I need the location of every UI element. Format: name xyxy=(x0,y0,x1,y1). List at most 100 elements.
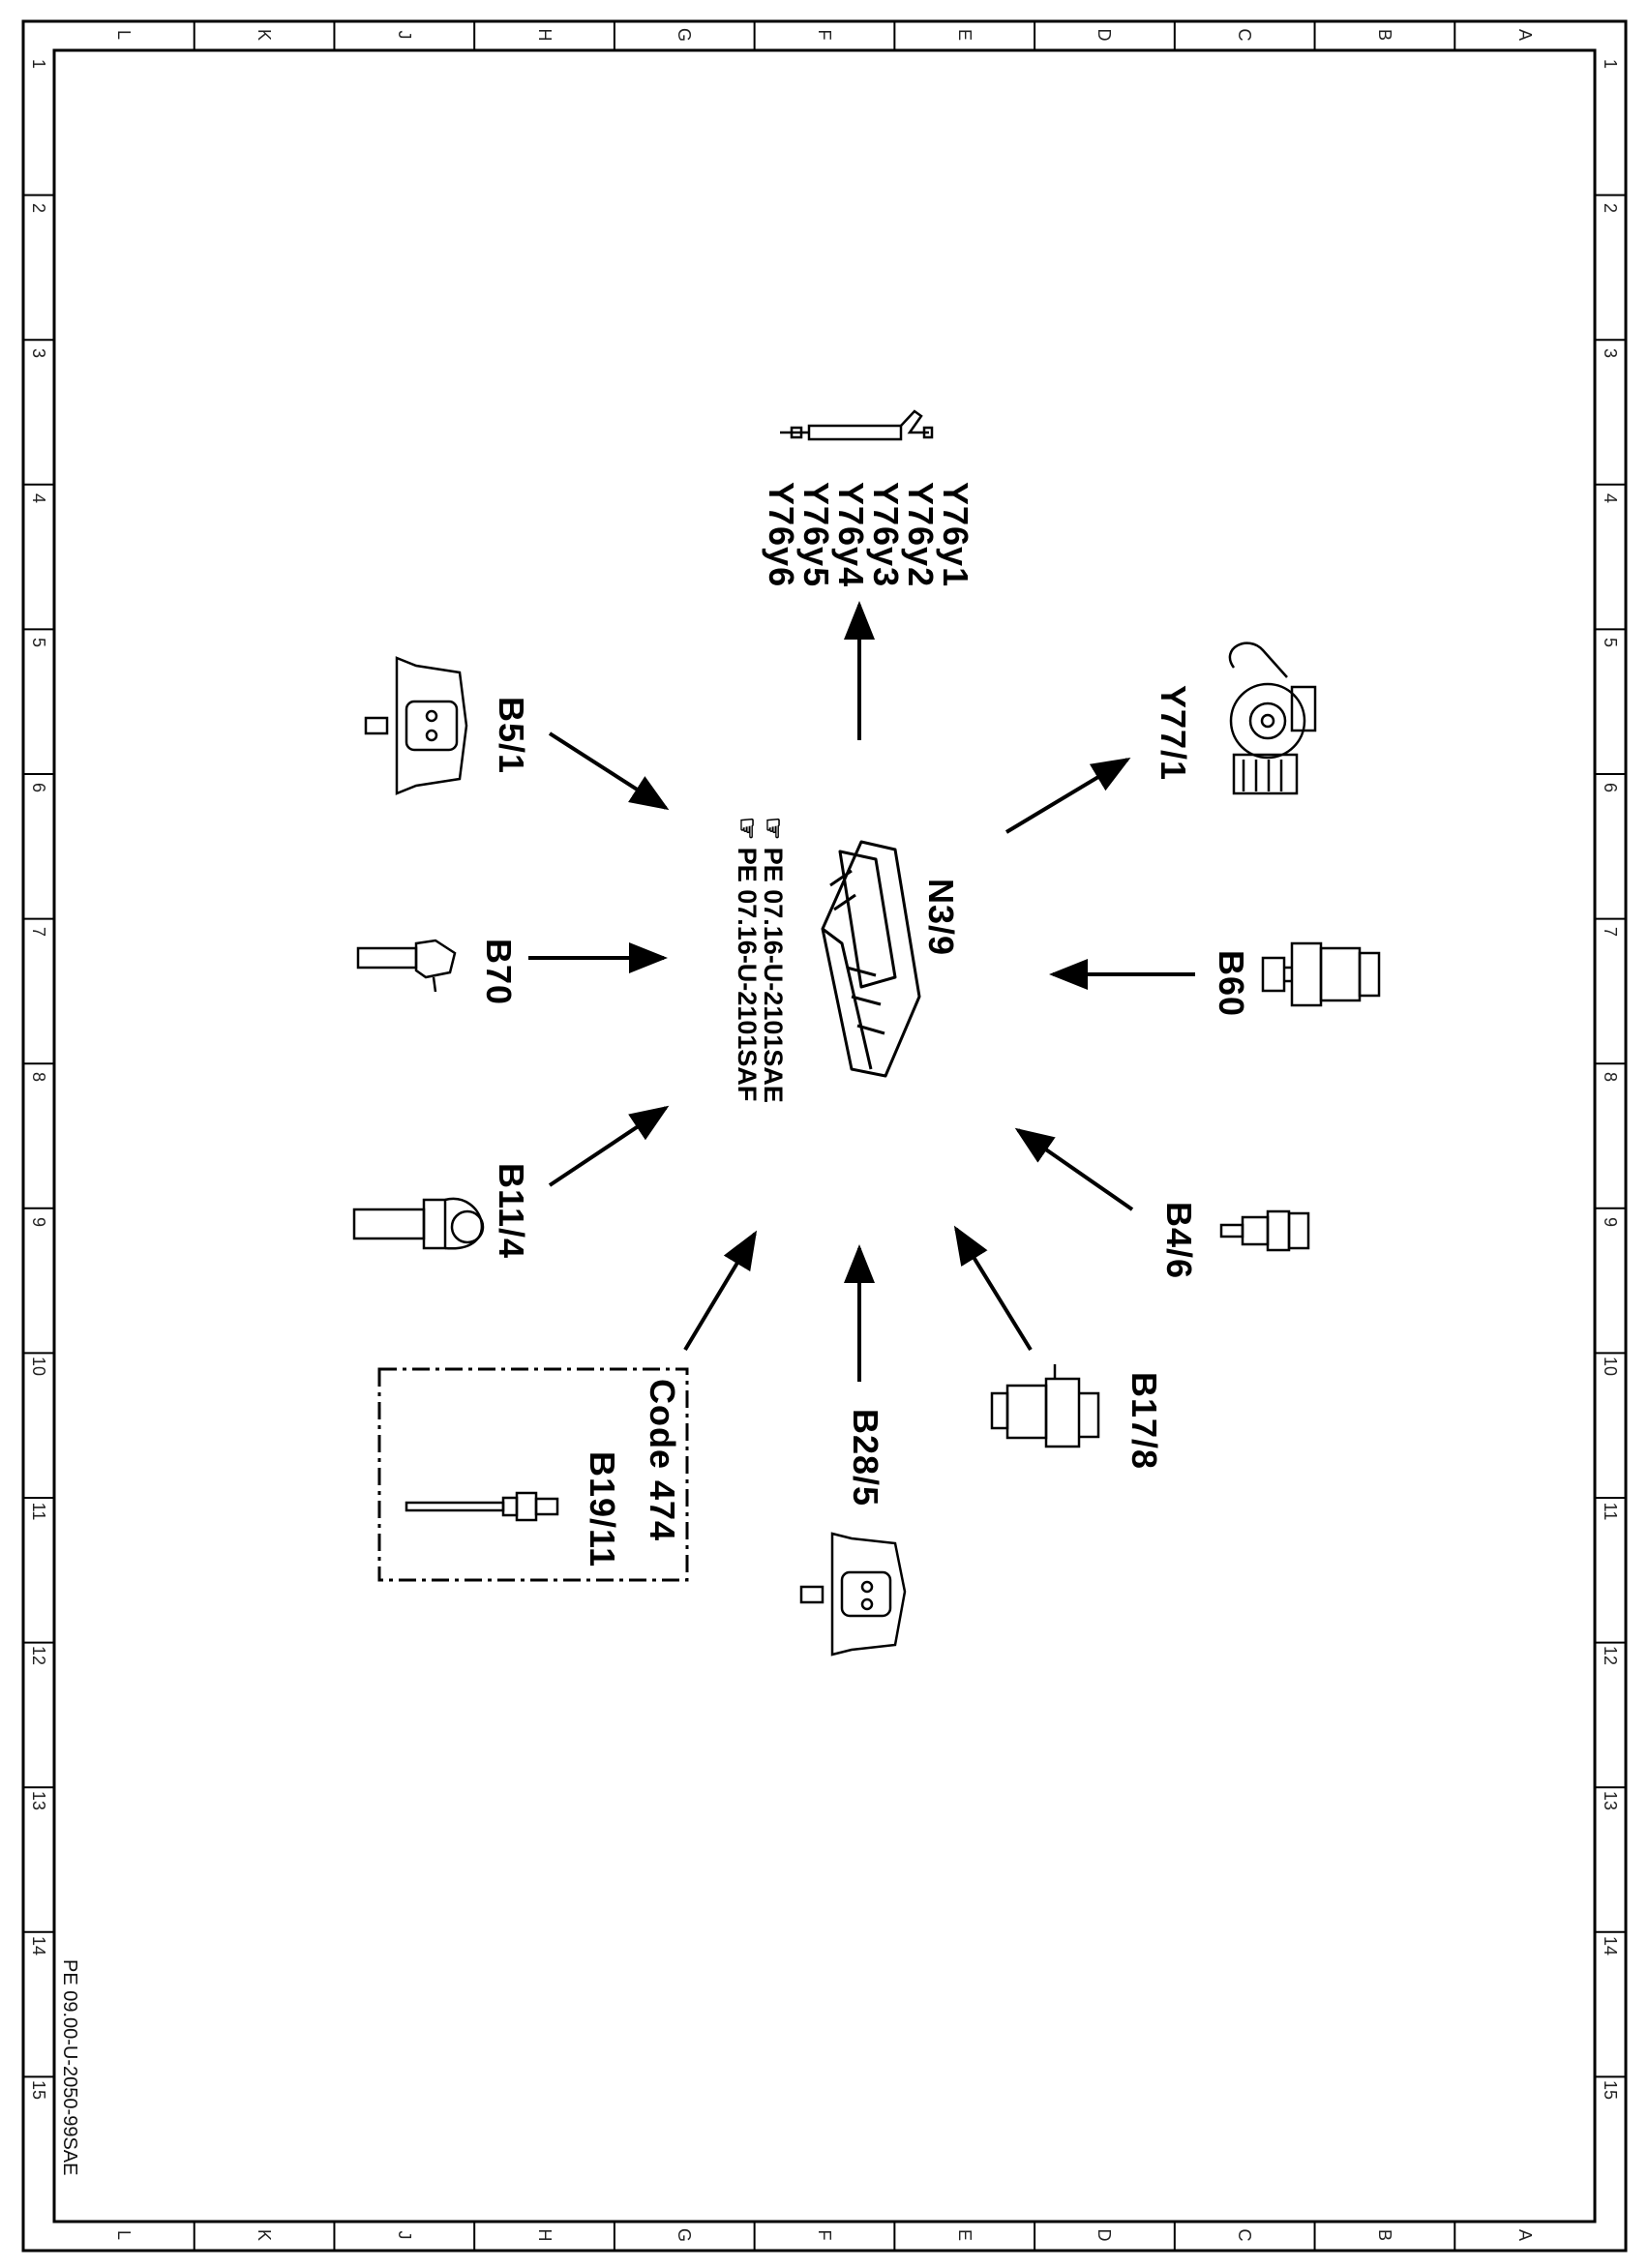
row-label-right: 1 xyxy=(1601,58,1620,69)
row-label-left: 8 xyxy=(29,1071,48,1082)
code-474-box xyxy=(377,1367,689,1582)
label-b11-4: B11/4 xyxy=(492,1163,531,1260)
row-label-left: 2 xyxy=(29,203,48,214)
row-label-left: 7 xyxy=(29,927,48,938)
column-label-bottom: K xyxy=(255,2228,275,2241)
column-label-bottom: H xyxy=(534,2228,555,2242)
pressure-sensor-icon xyxy=(1261,941,1381,1007)
label-b28-5: B28/5 xyxy=(846,1409,885,1507)
arrow-from-b19-11 xyxy=(683,1230,758,1352)
column-label-top: D xyxy=(1094,28,1115,42)
row-label-right: 12 xyxy=(1601,1646,1620,1666)
column-label-top: A xyxy=(1514,28,1535,41)
column-label-bottom: J xyxy=(394,2230,414,2240)
coolant-sensor-icon xyxy=(352,1197,485,1250)
row-label-left: 10 xyxy=(29,1357,48,1377)
row-label-right: 6 xyxy=(1601,782,1620,792)
row-label-right: 5 xyxy=(1601,638,1620,648)
column-label-top: J xyxy=(394,30,414,40)
row-label-right: 13 xyxy=(1601,1790,1620,1811)
pointing-hand-icon: ☞ xyxy=(733,817,762,841)
row-grid-ticks xyxy=(23,194,1626,2078)
y76-line: Y76y6 xyxy=(762,482,801,588)
column-label-bottom: L xyxy=(114,2229,135,2240)
y76-line: Y76y5 xyxy=(796,482,836,588)
column-label-top: G xyxy=(675,27,695,42)
temperature-sensor-icon xyxy=(1219,1209,1310,1252)
arrow-from-b4-6 xyxy=(1014,1127,1134,1211)
arrow-from-b5-1 xyxy=(548,731,670,811)
column-label-bottom: E xyxy=(954,2228,974,2241)
label-y77: Y77/1 xyxy=(1154,685,1193,782)
control-unit-drawing xyxy=(821,840,921,1078)
column-grid-ticks xyxy=(193,21,1456,2251)
boost-pressure-sensor-icon xyxy=(364,656,468,795)
reference-line-1: ☞ PE 07.16-U-2101SAE xyxy=(759,817,788,1103)
column-label-top: H xyxy=(534,28,555,42)
row-label-right: 11 xyxy=(1601,1502,1620,1521)
row-label-left: 6 xyxy=(29,782,48,792)
row-label-right: 7 xyxy=(1601,927,1620,938)
row-label-left: 4 xyxy=(29,492,48,503)
footer-document-code: PE 09.00-U-2050-99SAE xyxy=(59,1959,80,2176)
column-label-top: E xyxy=(954,28,974,41)
row-label-left: 13 xyxy=(29,1790,48,1811)
arrow-to-y77 xyxy=(1004,757,1131,834)
column-label-top: F xyxy=(815,29,834,41)
label-b5-1: B5/1 xyxy=(492,697,531,775)
y76-line: Y76y2 xyxy=(901,482,941,588)
y76-line: Y76y3 xyxy=(866,482,906,588)
temperature-probe-icon xyxy=(405,1491,559,1522)
arrow-from-b17-8 xyxy=(953,1225,1033,1352)
label-b19-11: B19/11 xyxy=(583,1451,622,1568)
column-label-bottom: C xyxy=(1235,2228,1255,2242)
label-y76: Y76y1 Y76y2 Y76y3 Y76y4 Y76y5 Y76y6 xyxy=(762,482,975,695)
row-label-left: 5 xyxy=(29,638,48,648)
row-label-right: 14 xyxy=(1601,1935,1620,1955)
label-code-474: Code 474 xyxy=(643,1379,682,1542)
column-label-top: K xyxy=(255,28,275,41)
row-label-right: 8 xyxy=(1601,1071,1620,1082)
row-label-left: 14 xyxy=(29,1935,48,1955)
center-reference-notes: ☞ PE 07.16-U-2101SAE ☞ PE 07.16-U-2101SA… xyxy=(733,817,788,1103)
intake-temp-sensor-icon xyxy=(990,1364,1100,1448)
column-label-top: C xyxy=(1235,28,1255,42)
row-label-right: 10 xyxy=(1601,1357,1620,1377)
label-b60: B60 xyxy=(1212,950,1251,1018)
label-b70: B70 xyxy=(479,939,519,1006)
row-label-left: 1 xyxy=(29,58,48,69)
column-label-bottom: G xyxy=(675,2227,695,2242)
connection-arrows xyxy=(528,601,1195,1382)
label-b4-6: B4/6 xyxy=(1159,1202,1199,1280)
outer-frame xyxy=(21,19,1628,2253)
arrow-from-b11-4 xyxy=(548,1105,670,1187)
inner-frame xyxy=(52,48,1597,2223)
column-label-bottom: A xyxy=(1514,2228,1535,2241)
label-b17-8: B17/8 xyxy=(1124,1372,1164,1471)
crankshaft-sensor-icon xyxy=(356,939,457,993)
y76-line: Y76y4 xyxy=(831,482,871,588)
reference-2[interactable]: PE 07.16-U-2101SAF xyxy=(733,847,762,1102)
row-label-right: 15 xyxy=(1601,2080,1620,2101)
row-label-left: 15 xyxy=(29,2080,48,2101)
row-label-left: 11 xyxy=(29,1502,48,1521)
row-label-left: 3 xyxy=(29,347,48,358)
row-label-left: 12 xyxy=(29,1646,48,1666)
turbo-actuator-icon xyxy=(1228,642,1317,795)
pressure-sensor-b28-icon xyxy=(799,1532,907,1656)
column-label-top: B xyxy=(1374,28,1394,41)
reference-1[interactable]: PE 07.16-U-2101SAE xyxy=(759,847,788,1103)
column-label-bottom: F xyxy=(815,2229,834,2241)
column-label-bottom: B xyxy=(1374,2228,1394,2241)
pointing-hand-icon: ☞ xyxy=(759,817,788,841)
column-label-bottom: D xyxy=(1094,2228,1115,2242)
row-label-right: 9 xyxy=(1601,1216,1620,1227)
injector-icon xyxy=(780,409,934,441)
y76-line: Y76y1 xyxy=(936,482,975,588)
row-label-left: 9 xyxy=(29,1216,48,1227)
row-label-right: 2 xyxy=(1601,203,1620,214)
column-label-top: L xyxy=(114,29,135,40)
reference-line-2: ☞ PE 07.16-U-2101SAF xyxy=(733,817,762,1103)
row-label-right: 3 xyxy=(1601,347,1620,358)
